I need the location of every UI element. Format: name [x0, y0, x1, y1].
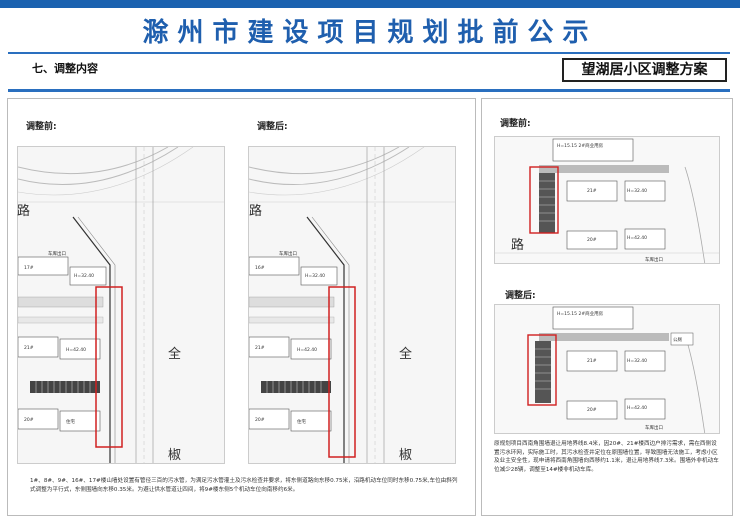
map-entrance-label: 车库出口: [48, 250, 66, 257]
detail-plan-before-drawing: H=15.15 2#商业用房 21# H=32.40 20# H=42.40 车…: [495, 137, 719, 263]
detail-building-21: 21#: [587, 188, 597, 194]
detail-building-20: 20#: [587, 407, 597, 413]
map-h-label-a: H=32.40: [305, 273, 325, 279]
detail-public-toilet: 公厕: [673, 337, 682, 343]
map-entrance-label: 车库出口: [279, 250, 297, 257]
detail-plan-after-drawing: H=15.15 2#商业用房 21# H=32.40 20# H=42.40 车…: [495, 305, 719, 433]
road-char-jiao-before: 椒: [168, 448, 182, 463]
map-building-21: 21#: [255, 345, 265, 351]
map-h-label-a: H=32.40: [74, 273, 94, 279]
right-road-char: 路: [511, 238, 525, 253]
header-divider: [8, 89, 730, 92]
map-building-21: 21#: [24, 345, 34, 351]
detail-building-21: 21#: [587, 358, 597, 364]
site-plan-after: 车库出口 16# H=32.40 21# H=42.40 20# 住宅: [248, 146, 456, 464]
site-plan-before-drawing: 车库出口 17# H=32.40 21# H=42.40 20# 住宅: [18, 147, 224, 463]
map-building-16: 16#: [255, 265, 265, 271]
road-char-jiao-after: 椒: [399, 448, 413, 463]
map-building-20: 20#: [255, 417, 265, 423]
site-plan-before: 车库出口 17# H=32.40 21# H=42.40 20# 住宅: [17, 146, 225, 464]
map-residential: 住宅: [66, 418, 75, 425]
right-after-label: 调整后:: [505, 291, 536, 301]
detail-building-20: 20#: [587, 237, 597, 243]
right-before-label: 调整前:: [500, 119, 531, 129]
top-stripe: [0, 0, 740, 8]
map-h-label-b: H=42.40: [297, 347, 317, 353]
detail-h-label-b: H=42.40: [627, 405, 647, 411]
page-title: 滁州市建设项目规划批前公示: [142, 18, 598, 48]
detail-h-label: H=32.40: [627, 358, 647, 364]
detail-h-label-b: H=42.40: [627, 235, 647, 241]
road-char-quan-after: 全: [399, 347, 413, 362]
left-before-label: 调整前:: [26, 122, 57, 132]
road-char-lu-after: 路: [249, 204, 263, 219]
detail-plan-before: H=15.15 2#商业用房 21# H=32.40 20# H=42.40 车…: [494, 136, 720, 264]
detail-entrance: 车库出口: [645, 256, 663, 263]
site-plan-after-drawing: 车库出口 16# H=32.40 21# H=42.40 20# 住宅: [249, 147, 455, 463]
detail-entrance: 车库出口: [645, 424, 663, 431]
section-label: 七、调整内容: [32, 62, 98, 75]
road-char-quan-before: 全: [168, 347, 182, 362]
map-residential: 住宅: [297, 418, 306, 425]
title-divider: [8, 52, 730, 54]
left-after-label: 调整后:: [257, 122, 288, 132]
map-building-17: 17#: [24, 265, 34, 271]
detail-top-building: H=15.15 2#商业用房: [557, 310, 604, 317]
road-char-lu-before: 路: [17, 204, 31, 219]
project-title: 望湖居小区调整方案: [562, 58, 727, 82]
map-building-20: 20#: [24, 417, 34, 423]
map-h-label-b: H=42.40: [66, 347, 86, 353]
detail-h-label: H=32.40: [627, 188, 647, 194]
detail-plan-after: H=15.15 2#商业用房 21# H=32.40 20# H=42.40 车…: [494, 304, 720, 434]
right-note: 原规划项目西南角围墙退让用地界线8.4米，因20#、21#楼西边户排污需求，需在…: [494, 441, 719, 473]
detail-top-building: H=15.15 2#商业用房: [557, 142, 604, 149]
left-note: 1#、8#、9#、16#、17#楼山墙处设置有管径三百的污水管，为满足污水管灌土…: [30, 478, 458, 493]
